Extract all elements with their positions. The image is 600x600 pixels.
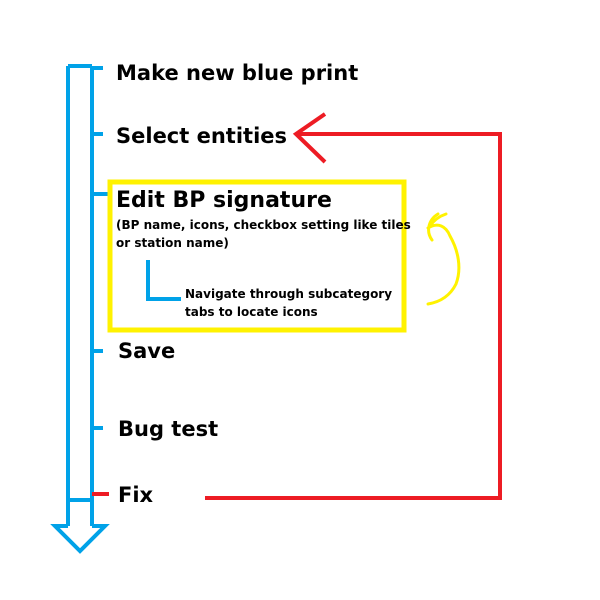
- edit-bp-detail-line2: or station name): [116, 236, 229, 250]
- substep-connector: [146, 260, 181, 301]
- step-ticks: [92, 66, 110, 430]
- step-make-new-blueprint: Make new blue print: [116, 61, 358, 85]
- flow-arrow: [50, 64, 110, 554]
- fix-feedback-arrow: [205, 112, 502, 500]
- edit-bp-highlight-box: [107, 179, 407, 333]
- step-save: Save: [118, 339, 175, 363]
- edit-bp-detail-line1: (BP name, icons, checkbox setting like t…: [116, 218, 411, 232]
- step-select-entities: Select entities: [116, 124, 287, 148]
- substep-line2: tabs to locate icons: [185, 305, 318, 319]
- step-edit-bp-signature: Edit BP signature: [116, 188, 332, 213]
- iterate-loop-arrow: [426, 212, 461, 306]
- substep-line1: Navigate through subcategory: [185, 287, 392, 301]
- step-bug-test: Bug test: [118, 417, 218, 441]
- step-fix: Fix: [118, 483, 154, 507]
